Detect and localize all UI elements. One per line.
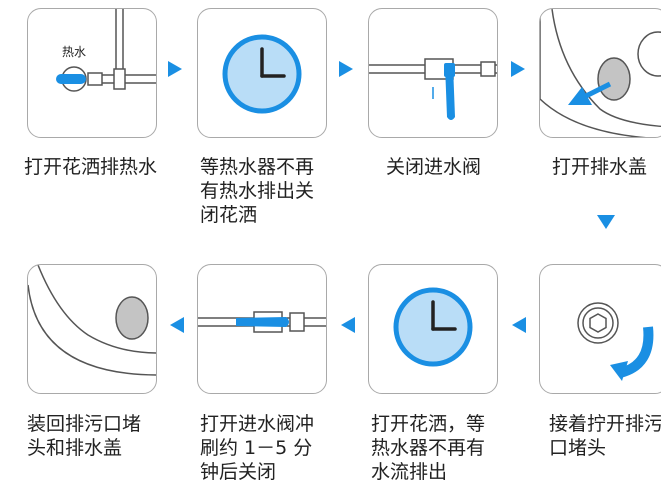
- step-1-card: 热水: [27, 8, 157, 138]
- arrow-down: [597, 215, 615, 229]
- drain-plug-unscrew-icon: [577, 302, 654, 381]
- step-1-label: 打开花洒排热水: [24, 156, 158, 178]
- drain-cover-closed-icon: [28, 265, 156, 376]
- inlet-valve-closed-icon: [369, 58, 497, 120]
- step-7-label: 打开进水阀冲 刷约 1－5 分 钟后关闭: [200, 413, 315, 483]
- step-2-label: 等热水器不再 有热水排出关 闭花洒: [200, 156, 315, 226]
- step-3-label: 关闭进水阀: [386, 156, 482, 178]
- inlet-valve-open-icon: [198, 311, 326, 333]
- step-4-label: 打开排水盖: [552, 156, 648, 178]
- arrow-left-2: [341, 317, 355, 333]
- step-8-card: [27, 264, 157, 394]
- arrow-right-1: [168, 61, 182, 77]
- step-5-card: [539, 264, 661, 394]
- clock-icon: [222, 34, 302, 114]
- arrow-right-3: [511, 61, 525, 77]
- clock-icon: [393, 287, 473, 367]
- drain-cover-open-icon: [540, 9, 661, 137]
- hot-water-tag: 热水: [62, 45, 86, 59]
- arrow-left-3: [170, 317, 184, 333]
- step-3-card: [368, 8, 498, 138]
- arrow-left-1: [512, 317, 526, 333]
- shower-hot-water-icon: 热水: [56, 9, 156, 92]
- step-6-card: [368, 264, 498, 394]
- step-5-label: 接着拧开排污 口堵头: [549, 413, 661, 459]
- step-4-card: [539, 8, 661, 138]
- step-7-card: [197, 264, 327, 394]
- step-2-card: [197, 8, 327, 138]
- arrow-right-2: [339, 61, 353, 77]
- step-6-label: 打开花洒，等 热水器不再有 水流排出: [371, 413, 486, 483]
- step-8-label: 装回排污口堵 头和排水盖: [27, 413, 142, 459]
